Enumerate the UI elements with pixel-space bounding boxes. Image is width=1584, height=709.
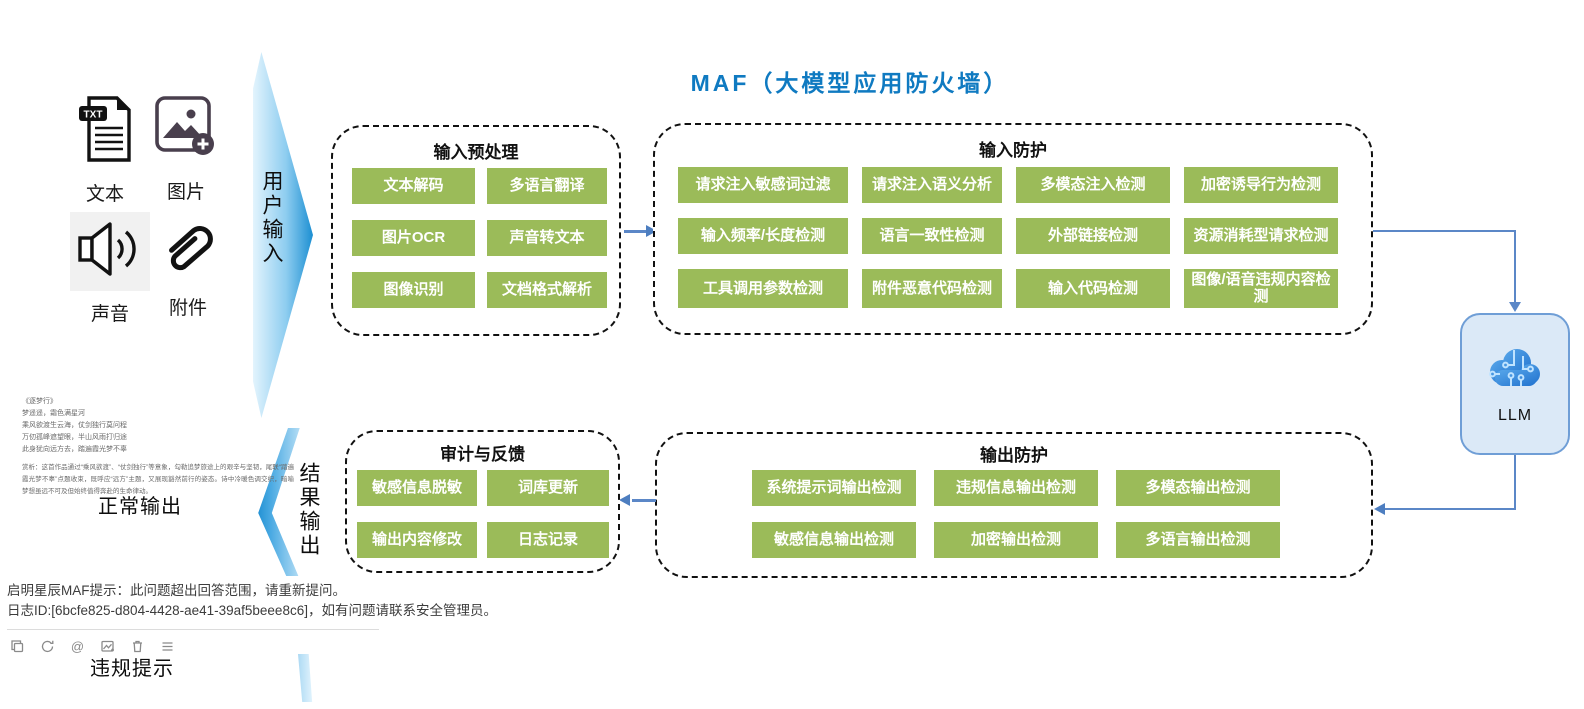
divider bbox=[7, 628, 379, 630]
violation-message-line2: 日志ID:[6bcfe825-d804-4428-ae41-39af5beee8… bbox=[7, 603, 497, 619]
group-audit-feedback-title: 审计与反馈 bbox=[440, 445, 525, 464]
input-type-audio: 声音 bbox=[70, 212, 150, 326]
normal-output-label: 正常输出 bbox=[98, 496, 182, 518]
violation-output-label: 违规提示 bbox=[90, 658, 174, 680]
poem-analysis: 赏析：这首作品通过“乘风欲渡”、“仗剑独行”等意象，勾勒追梦旅途上的艰辛与坚韧，… bbox=[22, 464, 294, 495]
diagram-node: 文档格式解析 bbox=[487, 272, 607, 308]
poem-title: 《逐梦行》 bbox=[22, 398, 57, 405]
input-type-image: 图片 bbox=[150, 92, 222, 204]
user-input-arrow-label: 用户输入 bbox=[260, 170, 283, 266]
diagram-node: 资源消耗型请求检测 bbox=[1184, 218, 1338, 254]
violation-message-line1: 启明星辰MAF提示：此问题超出回答范围，请重新提问。 bbox=[7, 583, 346, 598]
diagram-node: 系统提示词输出检测 bbox=[752, 470, 916, 506]
diagram-node: 输入频率/长度检测 bbox=[678, 218, 848, 254]
input-type-label: 文本 bbox=[85, 184, 124, 205]
diagram-node: 图片OCR bbox=[352, 220, 475, 256]
diagram-node: 敏感信息输出检测 bbox=[752, 522, 916, 558]
connector-protection-to-llm-h bbox=[1373, 230, 1516, 232]
input-type-label: 图片 bbox=[166, 182, 205, 203]
connector-preprocess-to-protection bbox=[624, 230, 648, 233]
input-type-attachment: 附件 bbox=[152, 214, 224, 320]
connector-llm-to-output-h bbox=[1385, 508, 1516, 510]
result-output-arrow-label: 结果输出 bbox=[297, 462, 320, 558]
diagram-node: 多模态注入检测 bbox=[1016, 167, 1170, 203]
connector-protection-to-llm-v bbox=[1514, 230, 1516, 303]
diagram-node: 多语言翻译 bbox=[487, 168, 607, 204]
group-input-protection-title: 输入防护 bbox=[979, 141, 1047, 160]
group-output-protection-title: 输出防护 bbox=[980, 446, 1048, 465]
connector-output-to-audit bbox=[632, 499, 656, 502]
llm-label: LLM bbox=[1497, 406, 1533, 424]
poem-line: 乘风欲渡生云海，仗剑独行莫问程 bbox=[22, 421, 127, 429]
diagram-node: 声音转文本 bbox=[487, 220, 607, 256]
input-type-label: 附件 bbox=[168, 298, 207, 319]
message-toolbar: @ bbox=[7, 639, 386, 654]
cloud-circuit-icon bbox=[1483, 344, 1547, 399]
diagram-node: 附件恶意代码检测 bbox=[862, 269, 1002, 308]
normal-output-sample: 《逐梦行》 梦遥遥，霜色满星河 乘风欲渡生云海，仗剑独行莫问程 万仞孤峰遮望眼，… bbox=[22, 396, 294, 498]
arrowhead-down-icon bbox=[1509, 302, 1521, 312]
output-protection-nodes: 系统提示词输出检测违规信息输出检测多模态输出检测敏感信息输出检测加密输出检测多语… bbox=[752, 470, 1280, 558]
arrowhead-left-icon bbox=[1374, 503, 1385, 515]
diagram-node: 日志记录 bbox=[487, 522, 609, 558]
audit-nodes: 敏感信息脱敏词库更新输出内容修改日志记录 bbox=[357, 470, 609, 558]
input-type-label: 声音 bbox=[90, 304, 129, 325]
poem-line: 此身犹向远方去，踏遍霞光梦不辜 bbox=[22, 445, 127, 453]
speaker-icon bbox=[70, 212, 150, 291]
diagram-node: 加密输出检测 bbox=[934, 522, 1098, 558]
llm-node: LLM bbox=[1460, 313, 1570, 455]
poem-line: 万仞孤峰遮望眼，半山风雨打归途 bbox=[22, 433, 127, 441]
diagram-node: 图像/语音违规内容检测 bbox=[1184, 269, 1338, 308]
diagram-node: 请求注入敏感词过滤 bbox=[678, 167, 848, 203]
group-input-preprocess-title: 输入预处理 bbox=[433, 143, 519, 162]
diagram-node: 外部链接检测 bbox=[1016, 218, 1170, 254]
input-type-text: TXT 文本 bbox=[72, 94, 138, 206]
diagram-node: 工具调用参数检测 bbox=[678, 269, 848, 308]
diagram-node: 违规信息输出检测 bbox=[934, 470, 1098, 506]
mention-icon[interactable]: @ bbox=[70, 638, 85, 654]
diagram-node: 输入代码检测 bbox=[1016, 269, 1170, 308]
diagram-node: 语言一致性检测 bbox=[862, 218, 1002, 254]
diagram-node: 文本解码 bbox=[352, 168, 475, 204]
diagram-node: 输出内容修改 bbox=[357, 522, 477, 558]
diagram-node: 敏感信息脱敏 bbox=[357, 470, 477, 506]
diagram-node: 请求注入语义分析 bbox=[862, 167, 1002, 203]
delete-icon[interactable] bbox=[130, 639, 145, 654]
menu-icon[interactable] bbox=[160, 639, 175, 654]
input-protection-nodes: 请求注入敏感词过滤请求注入语义分析多模态注入检测加密诱导行为检测输入频率/长度检… bbox=[678, 167, 1338, 308]
arrowhead-right-icon bbox=[646, 225, 657, 237]
diagram-node: 加密诱导行为检测 bbox=[1184, 167, 1338, 203]
image-add-icon bbox=[153, 92, 219, 169]
connector-llm-to-output-v bbox=[1514, 455, 1516, 509]
preprocess-nodes: 文本解码多语言翻译图片OCR 声音转文本图像识别文档格式解析 bbox=[352, 168, 607, 308]
diagram-title: MAF（大模型应用防火墙） bbox=[690, 70, 1010, 96]
poem-line: 梦遥遥，霜色满星河 bbox=[22, 409, 85, 417]
copy-icon[interactable] bbox=[10, 639, 25, 654]
violation-message-panel: 启明星辰MAF提示：此问题超出回答范围，请重新提问。 日志ID:[6bcfe82… bbox=[0, 576, 497, 654]
txt-file-icon: TXT bbox=[77, 94, 133, 171]
arrowhead-left-icon bbox=[619, 494, 630, 506]
diagram-node: 多语言输出检测 bbox=[1116, 522, 1280, 558]
image-export-icon[interactable] bbox=[100, 639, 115, 654]
refresh-icon[interactable] bbox=[40, 639, 55, 654]
diagram-node: 多模态输出检测 bbox=[1116, 470, 1280, 506]
diagram-node: 词库更新 bbox=[487, 470, 609, 506]
svg-text:TXT: TXT bbox=[84, 110, 103, 121]
paperclip-icon bbox=[156, 214, 220, 285]
diagram-node: 图像识别 bbox=[352, 272, 475, 308]
